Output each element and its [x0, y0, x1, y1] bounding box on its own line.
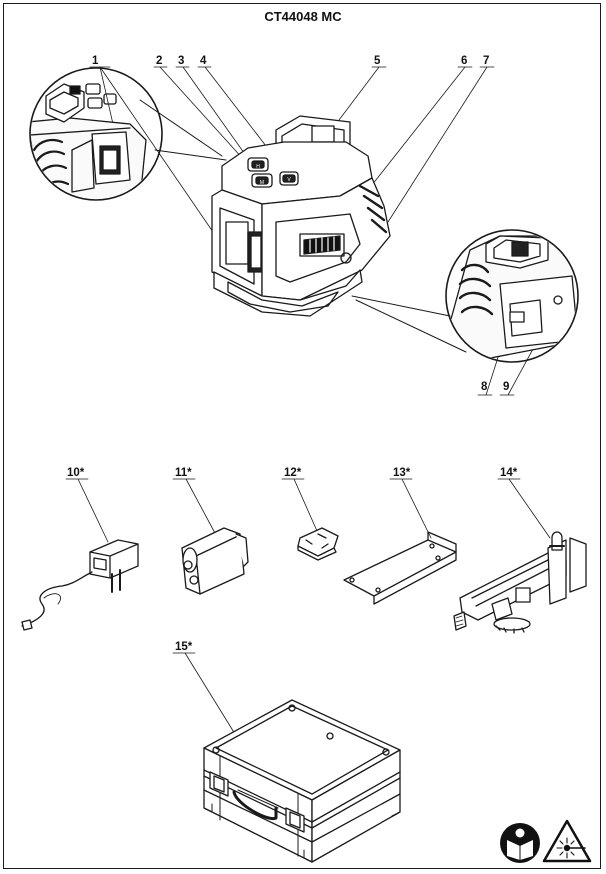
mount-plate-item-12 — [297, 527, 339, 561]
callout-8: 8 — [481, 381, 488, 393]
callout-4: 4 — [200, 55, 207, 67]
charger-item-10 — [21, 539, 139, 631]
target-plate-item-13 — [343, 531, 457, 605]
read-manual-icon — [500, 823, 540, 863]
callout-14: 14* — [500, 467, 518, 479]
carrying-case-item-15 — [203, 699, 401, 863]
page-border — [3, 3, 601, 869]
callout-10: 10* — [67, 467, 85, 479]
laser-warning-icon — [542, 819, 592, 863]
callout-13: 13* — [393, 467, 411, 479]
detail-circle-keypad — [29, 67, 227, 201]
key-label-top-left: H — [256, 164, 260, 170]
callout-2: 2 — [156, 55, 163, 67]
wall-bracket-item-14 — [453, 531, 587, 634]
callout-6: 6 — [461, 55, 468, 67]
key-label-top-right: V — [287, 177, 291, 183]
battery-item-11 — [181, 527, 249, 595]
callout-12: 12* — [284, 467, 302, 479]
callout-1: 1 — [92, 55, 99, 67]
model-title: CT44048 MC — [264, 9, 342, 24]
detail-circle-battery — [351, 229, 579, 363]
callout-11: 11* — [175, 467, 192, 479]
callout-7: 7 — [483, 55, 490, 67]
key-label-bottom-left: M — [260, 180, 264, 186]
laser-level-body — [211, 115, 391, 317]
callout-9: 9 — [503, 381, 510, 393]
callout-3: 3 — [178, 55, 185, 67]
callout-15: 15* — [175, 641, 193, 653]
callout-5: 5 — [374, 55, 381, 67]
